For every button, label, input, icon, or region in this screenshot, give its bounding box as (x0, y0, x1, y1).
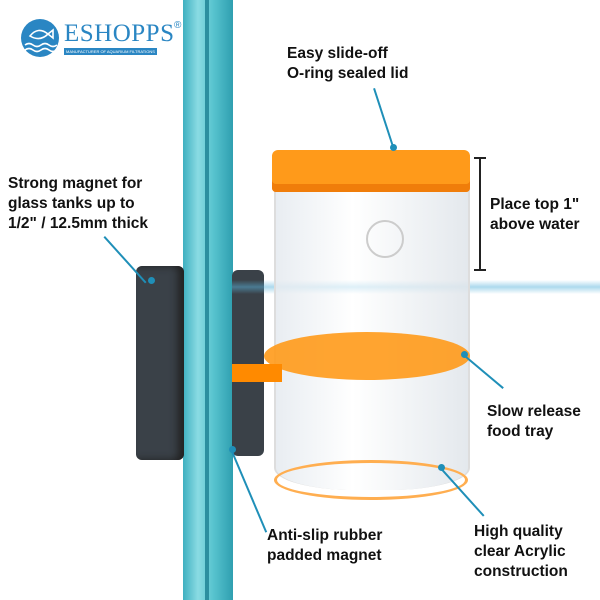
callout-rubber: Anti-slip rubber padded magnet (267, 526, 382, 566)
tray-arm (232, 364, 282, 382)
glass-edge (205, 0, 209, 600)
callout-text: Slow release (487, 403, 581, 420)
callout-tray: Slow release food tray (487, 402, 581, 442)
callout-magnet: Strong magnet for glass tanks up to 1/2"… (8, 174, 148, 234)
brand-tagline: MANUFACTURER OF AQUARIUM FILTRATIONS (64, 48, 157, 55)
callout-lid: Easy slide-off O-ring sealed lid (287, 44, 408, 84)
cylinder-hole (366, 220, 404, 258)
height-marker-bottom (474, 269, 486, 271)
callout-text: High quality (474, 523, 563, 540)
callout-text: food tray (487, 423, 554, 440)
callout-acrylic: High quality clear Acrylic construction (474, 522, 568, 582)
brand-registered: ® (174, 20, 182, 31)
inner-magnet (232, 270, 264, 456)
callout-text: Strong magnet for (8, 175, 143, 192)
callout-line-magnet (103, 236, 147, 284)
callout-text: construction (474, 563, 568, 580)
callout-text: Anti-slip rubber (267, 527, 383, 544)
brand-logo: ESHOPPS ® MANUFACTURER OF AQUARIUM FILTR… (20, 18, 190, 58)
fish-waves-logo-icon (21, 19, 59, 57)
callout-placement: Place top 1" above water (490, 195, 580, 235)
callout-line-rubber (230, 449, 268, 533)
callout-dot-acrylic (438, 464, 445, 471)
callout-dot-magnet (148, 277, 155, 284)
callout-text: clear Acrylic (474, 543, 566, 560)
brand-name: ESHOPPS (64, 20, 175, 47)
callout-dot-rubber (229, 446, 236, 453)
callout-text: padded magnet (267, 547, 382, 564)
feeder-lid (272, 150, 470, 192)
height-marker-top (474, 157, 486, 159)
callout-text: Place top 1" (490, 196, 580, 213)
callout-line-lid (373, 88, 394, 146)
callout-dot-tray (461, 351, 468, 358)
callout-text: O-ring sealed lid (287, 65, 409, 82)
cylinder-bottom-rim (274, 460, 468, 500)
feeder-cylinder (274, 160, 470, 490)
food-tray (264, 332, 470, 380)
callout-text: Easy slide-off (287, 45, 388, 62)
callout-dot-lid (390, 144, 397, 151)
callout-text: 1/2" / 12.5mm thick (8, 215, 149, 232)
height-marker (479, 158, 481, 270)
outer-magnet (136, 266, 184, 460)
callout-text: glass tanks up to (8, 195, 135, 212)
callout-text: above water (490, 216, 580, 233)
